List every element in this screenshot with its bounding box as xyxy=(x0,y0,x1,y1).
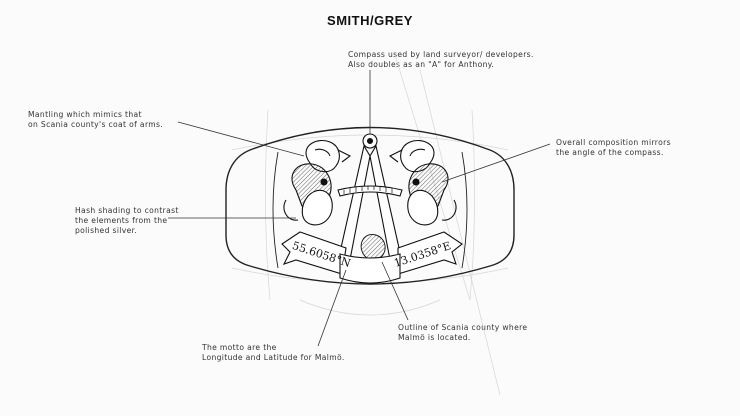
left-mantling xyxy=(283,140,352,226)
annotation-motto-line-1: The motto are the xyxy=(202,343,277,352)
annotation-composition-line-2: the angle of the compass. xyxy=(556,148,664,157)
annotation-hash: Hash shading to contrast the elements fr… xyxy=(75,206,179,236)
annotation-outline-line-2: Malmö is located. xyxy=(398,333,471,342)
annotation-hash-line-3: polished silver. xyxy=(75,226,138,235)
ring-outline xyxy=(225,126,515,285)
annotation-motto: The motto are the Longitude and Latitude… xyxy=(202,343,345,363)
annotation-composition-line-1: Overall composition mirrors xyxy=(556,138,671,147)
leader-outline xyxy=(381,261,409,321)
brand-title: SMITH/GREY xyxy=(327,13,413,28)
annotation-composition: Overall composition mirrors the angle of… xyxy=(556,138,671,158)
annotation-outline-line-1: Outline of Scania county where xyxy=(398,323,528,332)
leader-mantling xyxy=(177,121,305,157)
annotation-compass-line-2: Also doubles as an "A" for Anthony. xyxy=(348,60,495,69)
annotation-compass-line-1: Compass used by land surveyor/ developer… xyxy=(348,50,534,59)
leader-lines xyxy=(168,70,551,347)
annotation-mantling-line-2: on Scania county's coat of arms. xyxy=(28,120,164,129)
crest-emblem: 55.6058°N 13.0358°E xyxy=(281,133,463,284)
annotation-mantling: Mantling which mimics that on Scania cou… xyxy=(28,110,163,130)
annotation-hash-line-1: Hash shading to contrast xyxy=(75,206,179,215)
annotation-motto-line-2: Longitude and Latitude for Malmö. xyxy=(202,353,345,362)
annotation-mantling-line-1: Mantling which mimics that xyxy=(28,110,142,119)
leader-composition xyxy=(441,143,551,183)
right-mantling xyxy=(388,140,457,226)
annotation-outline: Outline of Scania county where Malmö is … xyxy=(398,323,527,343)
compass-emblem xyxy=(335,133,405,271)
leader-motto xyxy=(317,269,347,347)
annotation-compass: Compass used by land surveyor/ developer… xyxy=(348,50,534,70)
annotation-hash-line-2: the elements from the xyxy=(75,216,168,225)
